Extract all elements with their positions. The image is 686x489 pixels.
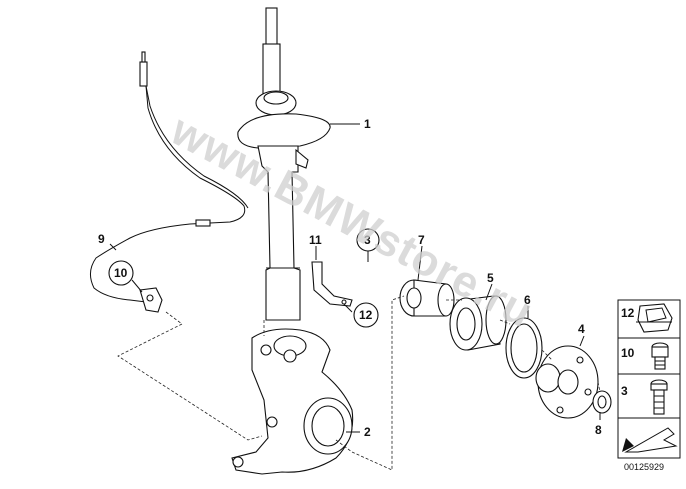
- legend-label-10: 10: [621, 346, 635, 360]
- callout-5[interactable]: 5: [487, 271, 494, 285]
- callout-8[interactable]: 8: [595, 423, 602, 437]
- assembly-guides: [117, 295, 601, 471]
- callout-10[interactable]: 10: [114, 266, 128, 280]
- callout-7[interactable]: 7: [418, 233, 425, 247]
- callout-6[interactable]: 6: [524, 293, 531, 307]
- callout-12-ring: [353, 302, 379, 328]
- bearing-part-5[interactable]: [449, 295, 507, 351]
- fastener-legend: 12 10 3: [617, 299, 681, 459]
- legend-label-3: 3: [621, 384, 628, 398]
- strut-part-1[interactable]: [237, 7, 331, 321]
- circlip-part-6[interactable]: [505, 317, 543, 379]
- legend-label-12: 12: [621, 306, 635, 320]
- hub-part-4[interactable]: [535, 345, 599, 419]
- nut-part-8[interactable]: [592, 390, 612, 414]
- callout-2[interactable]: 2: [364, 425, 371, 439]
- diagram-code: 00125929: [624, 462, 664, 472]
- sensor-cable-part-9[interactable]: [90, 51, 249, 313]
- clip-nut-icon[interactable]: [636, 303, 673, 333]
- diagonal-arrow-icon[interactable]: [622, 427, 678, 453]
- callouts: 1 2 3 4 5 6 7 8 9 10 11 12: [98, 117, 602, 439]
- watermark-text: www.BMWstore.ru: [162, 105, 541, 337]
- callout-4[interactable]: 4: [578, 322, 585, 336]
- knuckle-part-2[interactable]: [231, 328, 354, 475]
- callout-9[interactable]: 9: [98, 232, 105, 246]
- callout-3-ring: [356, 228, 380, 252]
- bracket-part-11[interactable]: [311, 261, 353, 307]
- leader-lines: [109, 123, 601, 433]
- callout-1[interactable]: 1: [364, 117, 371, 131]
- callout-11[interactable]: 11: [309, 233, 322, 247]
- callout-10-ring: [108, 260, 134, 286]
- socket-bolt-icon[interactable]: [651, 342, 669, 370]
- hex-bolt-icon[interactable]: [650, 379, 668, 415]
- callout-12[interactable]: 12: [359, 308, 373, 322]
- callout-3[interactable]: 3: [364, 233, 371, 247]
